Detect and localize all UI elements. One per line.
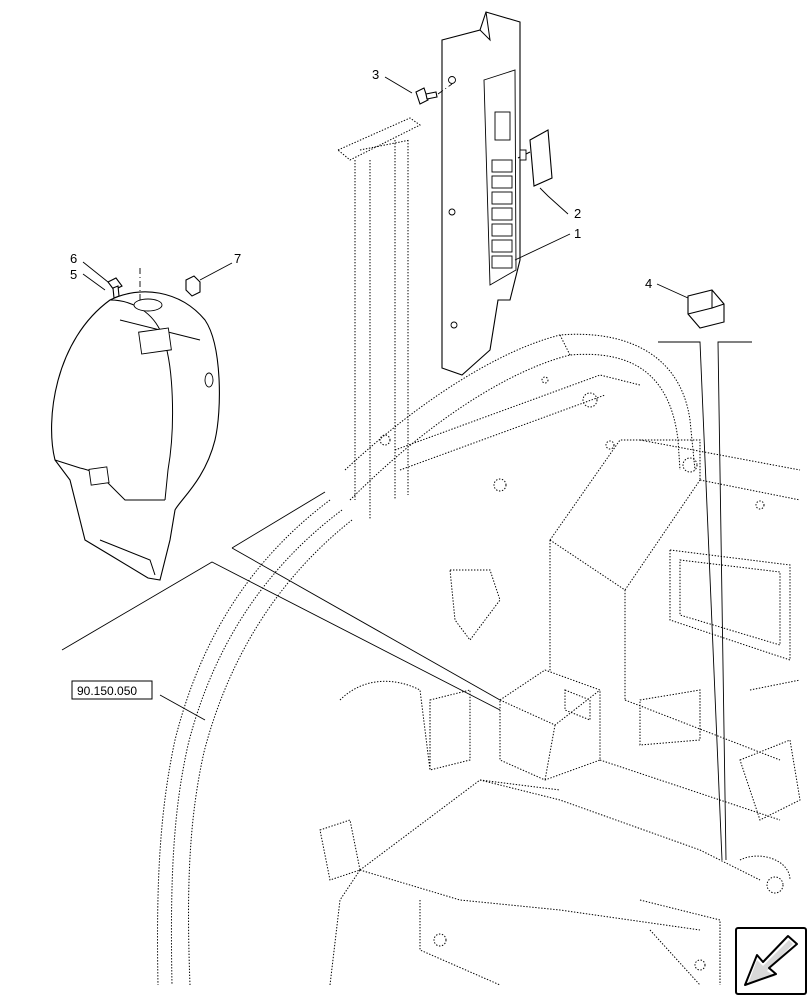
callout-3: 3: [372, 67, 379, 82]
arrow-down-left-icon[interactable]: [735, 927, 807, 995]
part-4-plug: [687, 289, 725, 329]
reference-label[interactable]: 90.150.050: [77, 684, 137, 698]
callout-1: 1: [574, 226, 581, 241]
callout-2: 2: [574, 206, 581, 221]
part-5-shroud: [51, 291, 220, 581]
callout-6: 6: [70, 251, 77, 266]
part-6-screw: [107, 268, 141, 300]
callout-5: 5: [70, 267, 77, 282]
part-3-screw: [415, 83, 453, 105]
part-1-trim-panel: [441, 11, 521, 376]
vent-slats: [491, 159, 513, 269]
callout-7: 7: [234, 251, 241, 266]
leader-lines: [61, 76, 752, 861]
callout-4: 4: [645, 276, 652, 291]
callout-labels: 1 2 3 4 5 6 7: [70, 67, 652, 291]
reference-box[interactable]: 90.150.050: [71, 680, 153, 700]
part-7-nut: [185, 275, 201, 297]
cab-structure-background: [157, 117, 801, 986]
part-2-cover: [517, 129, 553, 187]
